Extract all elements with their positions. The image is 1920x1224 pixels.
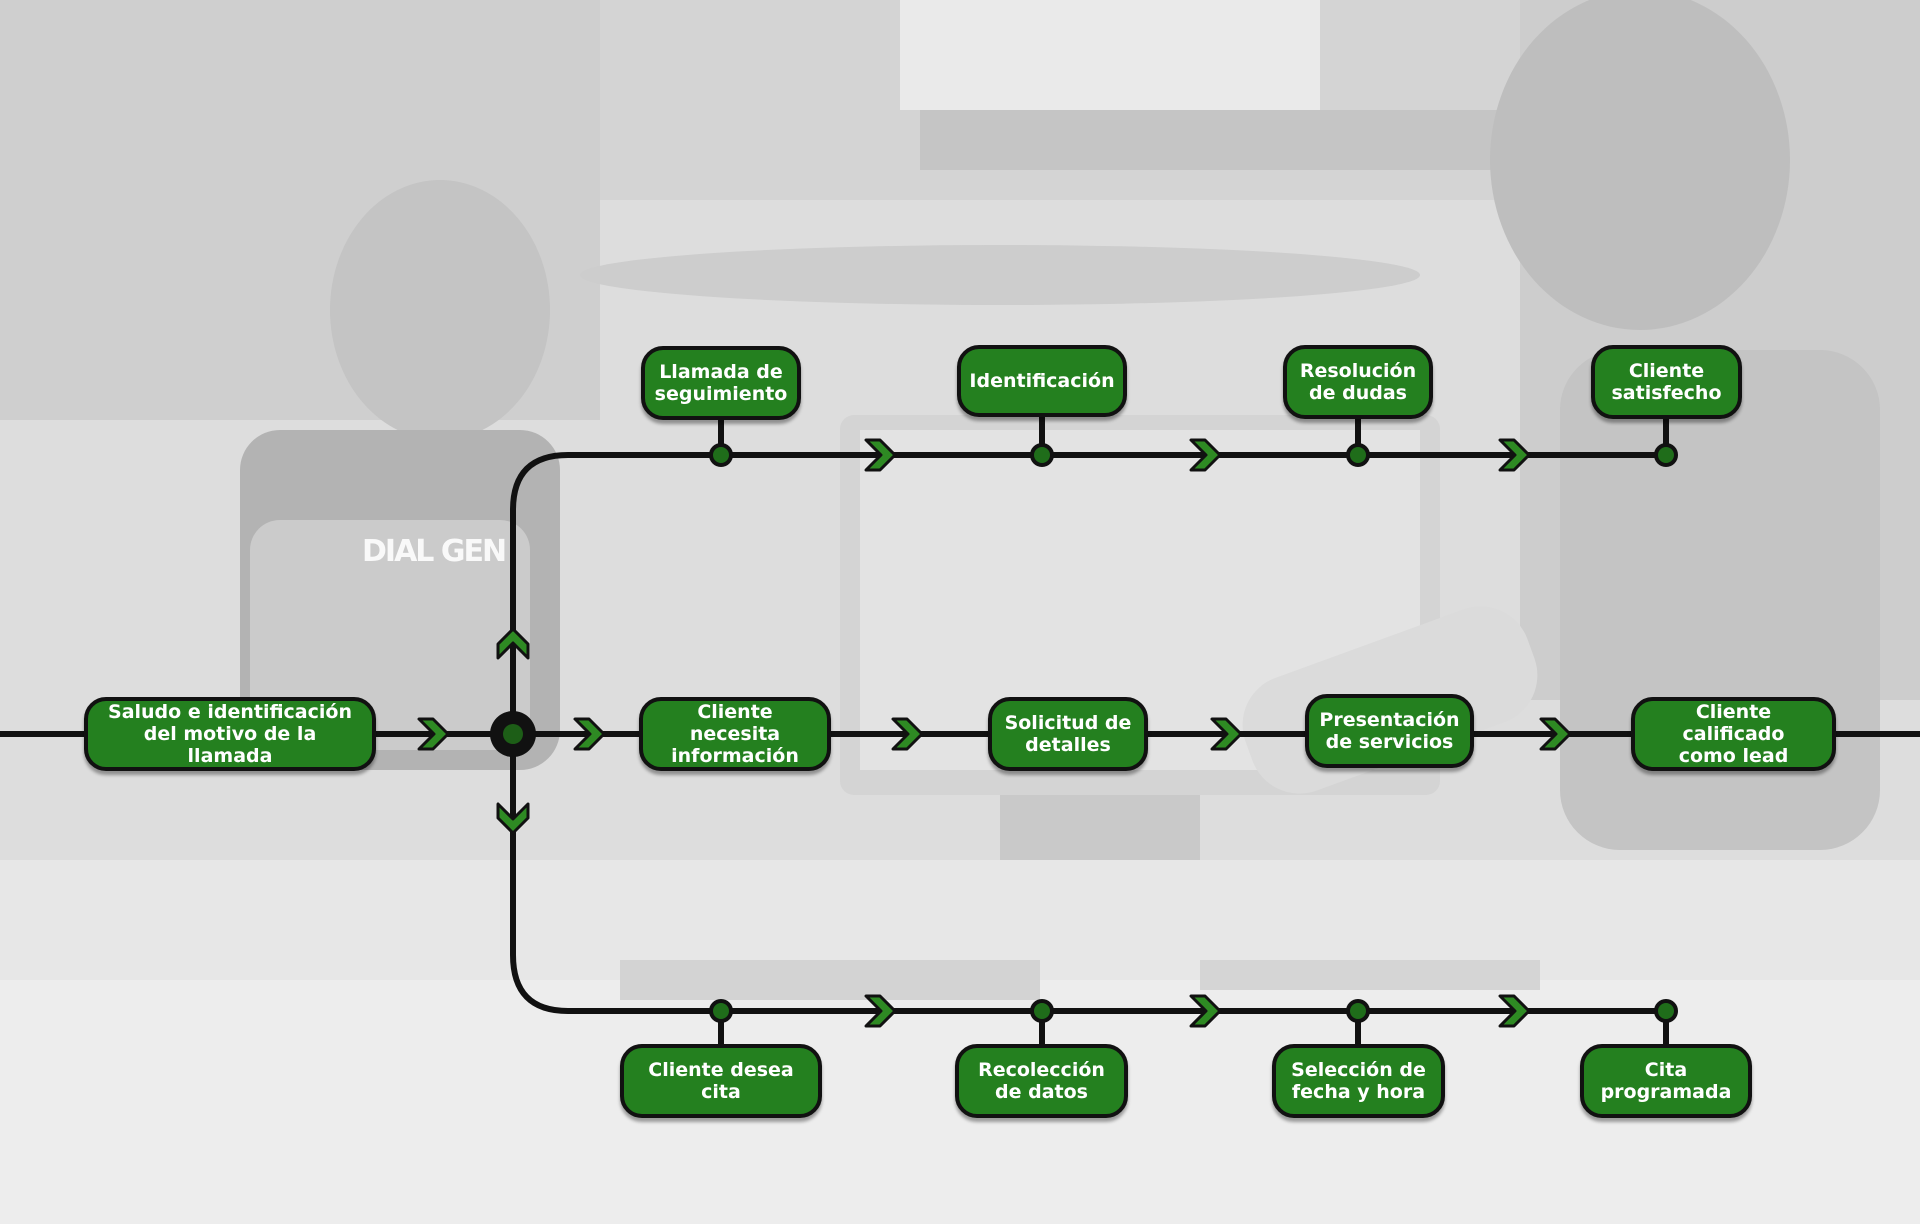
- junction-dot: [1654, 443, 1678, 467]
- arrow-right-icon: [417, 717, 450, 751]
- junction-dot: [1030, 999, 1054, 1023]
- node-service-presentation: Presentación de servicios: [1305, 694, 1474, 768]
- node-label-line1: Cliente calificado: [1682, 701, 1785, 745]
- arrow-right-icon: [1498, 438, 1531, 472]
- node-label-line1: Cita: [1644, 1059, 1688, 1081]
- node-resolve-doubts: Resolución de dudas: [1283, 345, 1433, 419]
- node-label-line2: información: [671, 745, 799, 767]
- brand-logo-text: DIAL GEN: [362, 534, 505, 569]
- node-label-line2: del motivo de la llamada: [143, 723, 317, 767]
- node-label-line1: Presentación: [1319, 709, 1460, 731]
- node-label-line1: Saludo e identificación: [108, 701, 352, 723]
- node-label-line1: Cliente desea cita: [648, 1059, 794, 1103]
- junction-dot: [709, 999, 733, 1023]
- bottom-branch-line: [510, 731, 1668, 1014]
- node-label-line1: Recolección: [978, 1059, 1105, 1081]
- arrow-right-icon: [1498, 994, 1531, 1028]
- node-data-collection: Recolección de datos: [955, 1044, 1128, 1118]
- arrow-right-icon: [864, 994, 897, 1028]
- node-label-line2: programada: [1600, 1081, 1732, 1103]
- node-label-line2: satisfecho: [1611, 382, 1722, 404]
- node-label-line2: de servicios: [1325, 731, 1454, 753]
- arrow-right-icon: [864, 438, 897, 472]
- arrow-right-icon: [1210, 717, 1243, 751]
- node-follow-up-call: Llamada de seguimiento: [641, 346, 801, 420]
- node-label-line1: Solicitud de: [1004, 712, 1132, 734]
- junction-dot: [709, 443, 733, 467]
- branch-hub-center: [503, 724, 523, 744]
- node-appointment-scheduled: Cita programada: [1580, 1044, 1752, 1118]
- arrow-right-icon: [891, 717, 924, 751]
- arrow-up-icon: [496, 627, 530, 660]
- node-label-line1: Llamada de: [659, 361, 783, 383]
- node-label-line2: detalles: [1025, 734, 1111, 756]
- junction-dot: [1654, 999, 1678, 1023]
- arrow-right-icon: [1189, 438, 1222, 472]
- top-branch-line: [510, 452, 1668, 737]
- arrow-right-icon: [1539, 717, 1572, 751]
- node-label-line2: fecha y hora: [1291, 1081, 1426, 1103]
- node-label-line1: Cliente: [1628, 360, 1705, 382]
- junction-dot: [1346, 999, 1370, 1023]
- arrow-right-icon: [1189, 994, 1222, 1028]
- node-satisfied-client: Cliente satisfecho: [1591, 345, 1742, 419]
- node-client-wants-appointment: Cliente desea cita: [620, 1044, 822, 1118]
- node-label-line1: Cliente necesita: [689, 701, 781, 745]
- junction-dot: [1030, 443, 1054, 467]
- junction-dot: [1346, 443, 1370, 467]
- node-client-needs-info: Cliente necesita información: [639, 697, 831, 771]
- arrow-down-icon: [496, 802, 530, 835]
- node-request-details: Solicitud de detalles: [988, 697, 1148, 771]
- node-label-line2: seguimiento: [654, 383, 788, 405]
- node-label-line1: Identificación: [969, 370, 1115, 392]
- node-start-greeting: Saludo e identificación del motivo de la…: [84, 697, 376, 771]
- node-date-time-selection: Selección de fecha y hora: [1272, 1044, 1445, 1118]
- node-identification: Identificación: [957, 345, 1127, 417]
- node-label-line1: Resolución: [1299, 360, 1417, 382]
- node-label-line1: Selección de: [1291, 1059, 1426, 1081]
- node-label-line2: de dudas: [1309, 382, 1407, 404]
- node-qualified-lead: Cliente calificado como lead: [1631, 697, 1836, 771]
- node-label-line2: de datos: [995, 1081, 1088, 1103]
- node-label-line2: como lead: [1678, 745, 1789, 767]
- arrow-right-icon: [573, 717, 606, 751]
